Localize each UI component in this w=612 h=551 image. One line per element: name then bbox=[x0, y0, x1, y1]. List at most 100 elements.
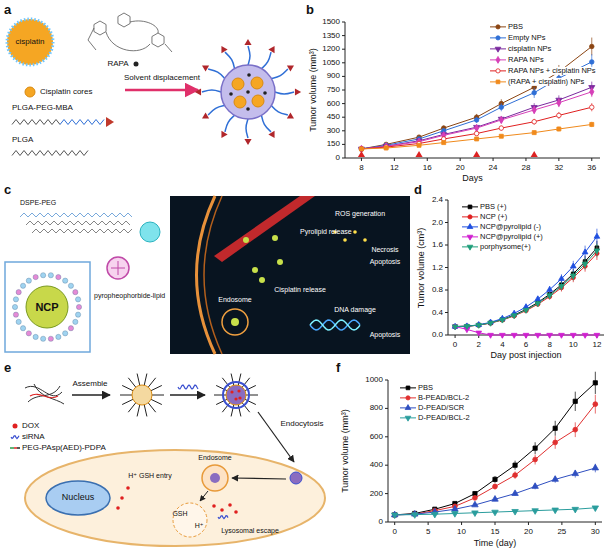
polymer-strands bbox=[25, 384, 64, 404]
lipid-headgroup bbox=[12, 304, 17, 309]
tick-mark bbox=[342, 90, 345, 91]
data-marker bbox=[535, 302, 541, 307]
marker-group bbox=[452, 512, 458, 518]
legend-sample bbox=[462, 223, 478, 231]
rapa-symbol bbox=[263, 91, 267, 95]
data-series bbox=[452, 325, 600, 338]
marker-group bbox=[570, 333, 576, 338]
molecule-bonds bbox=[88, 21, 172, 52]
series-line bbox=[395, 404, 596, 515]
marker-group bbox=[553, 426, 557, 430]
tick-mark bbox=[561, 522, 562, 525]
marker-group bbox=[493, 484, 498, 489]
marker-group bbox=[474, 131, 479, 136]
ligand-symbol bbox=[268, 131, 277, 140]
marker-group bbox=[590, 122, 594, 126]
peg-chain bbox=[225, 52, 235, 68]
data-marker bbox=[553, 440, 558, 445]
micelle-symbol bbox=[210, 473, 220, 483]
data-marker bbox=[432, 512, 438, 518]
rapa-symbol bbox=[229, 92, 233, 96]
lipid-headgroup bbox=[20, 326, 25, 331]
tick-label: 8 bbox=[359, 164, 363, 173]
sirna-shell bbox=[223, 382, 249, 408]
data-marker bbox=[406, 396, 410, 400]
peg-chain bbox=[246, 395, 258, 396]
tick-label: 4 bbox=[500, 341, 504, 350]
data-marker bbox=[523, 304, 529, 309]
tick-label: 150 bbox=[327, 140, 340, 149]
process-arrow bbox=[125, 89, 198, 92]
marker-group bbox=[536, 302, 540, 306]
data-marker bbox=[472, 501, 478, 507]
data-marker bbox=[475, 137, 479, 141]
data-marker bbox=[472, 511, 478, 517]
legend-entry: PBS bbox=[398, 384, 435, 392]
data-marker bbox=[524, 309, 528, 313]
marker-group bbox=[582, 262, 588, 267]
legend-sample bbox=[462, 243, 478, 251]
marker-group bbox=[359, 147, 364, 152]
mechanism-label: DNA damage bbox=[334, 306, 376, 314]
data-marker bbox=[548, 294, 552, 298]
legend-marker bbox=[406, 386, 410, 390]
data-marker bbox=[533, 457, 538, 462]
tick-label: 1050 bbox=[322, 58, 340, 67]
tick-label: 0 bbox=[453, 341, 457, 350]
data-marker bbox=[512, 314, 516, 318]
tick-label: 1500 bbox=[322, 18, 340, 27]
nanoparticle-symbol bbox=[259, 277, 265, 283]
nanoparticle-symbol bbox=[231, 318, 239, 326]
series-line bbox=[361, 87, 591, 149]
data-marker bbox=[513, 473, 518, 478]
legend-entry: RAPA NPs + cisplatin NPs bbox=[488, 67, 598, 75]
peg-chain bbox=[137, 374, 140, 386]
data-marker bbox=[452, 325, 458, 330]
dose-marker bbox=[358, 151, 365, 157]
tick-mark bbox=[591, 158, 592, 161]
legend-entry: NCP@pyrolipid (+) bbox=[460, 233, 545, 241]
marker-group bbox=[511, 333, 517, 338]
data-marker bbox=[532, 106, 536, 113]
legend-text: NCP@pyrolipid (-) bbox=[480, 223, 541, 231]
peg-chain bbox=[248, 46, 250, 65]
marker-group bbox=[547, 286, 553, 291]
legend-marker bbox=[496, 25, 500, 29]
tick-mark bbox=[385, 493, 388, 494]
polymer-chain bbox=[12, 120, 60, 125]
lipid-headgroup bbox=[20, 283, 25, 288]
node-text: Nucleus bbox=[62, 493, 95, 503]
tick-label: 800 bbox=[370, 404, 383, 413]
data-marker bbox=[535, 333, 541, 338]
ligand-symbol bbox=[295, 88, 301, 95]
panel-a-artwork bbox=[12, 13, 301, 156]
marker-group bbox=[511, 314, 517, 319]
tick-mark bbox=[445, 312, 448, 313]
marker-group bbox=[559, 275, 565, 280]
tick-mark bbox=[445, 335, 448, 336]
data-marker bbox=[547, 294, 553, 299]
tick-label: 0.4 bbox=[432, 308, 443, 317]
marker-group bbox=[513, 473, 518, 478]
series-line bbox=[455, 248, 597, 327]
data-series bbox=[359, 38, 594, 152]
legend-entry: RAPA NPs bbox=[488, 56, 546, 64]
ligand-symbol bbox=[218, 131, 227, 140]
ros-symbol bbox=[353, 230, 357, 234]
marker-group bbox=[475, 137, 479, 141]
series-line bbox=[455, 237, 597, 327]
data-marker bbox=[532, 131, 536, 135]
tick-mark bbox=[495, 522, 496, 525]
process-arrow bbox=[170, 394, 205, 396]
marker-group bbox=[557, 113, 562, 118]
data-series bbox=[359, 122, 593, 151]
data-series bbox=[391, 464, 598, 517]
ligand-symbol bbox=[195, 88, 201, 95]
marker-group bbox=[572, 507, 578, 513]
tick-label: 1.2 bbox=[432, 263, 443, 272]
data-marker bbox=[493, 477, 497, 481]
series-line bbox=[395, 468, 596, 515]
legend-sample bbox=[400, 414, 416, 422]
peg-chain bbox=[262, 115, 272, 131]
